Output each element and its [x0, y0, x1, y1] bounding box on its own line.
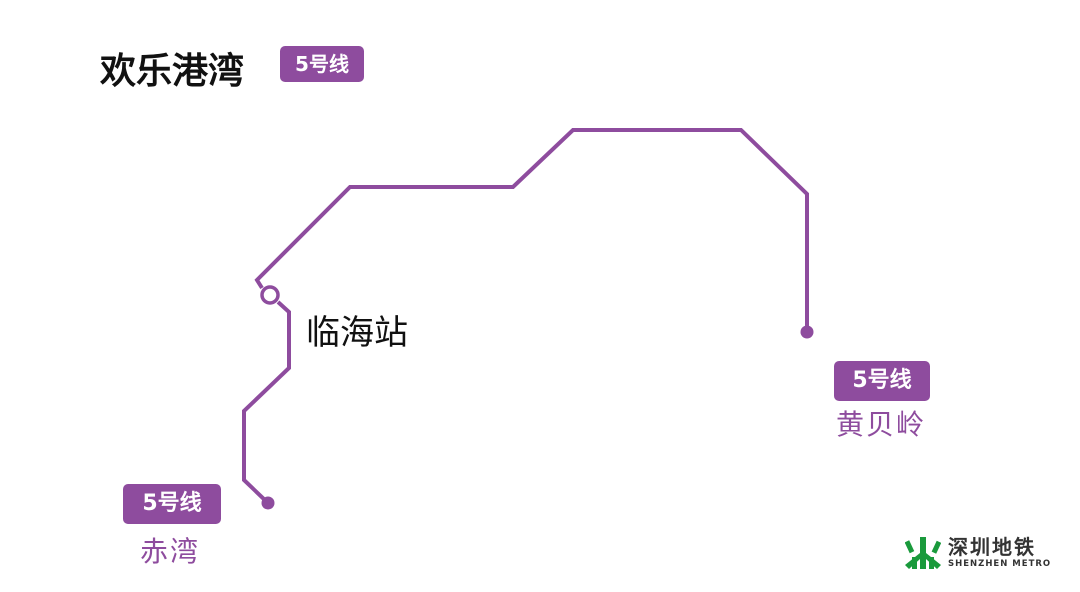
station-marker-linhai[interactable] [260, 285, 280, 305]
metro-logo-icon [905, 537, 941, 569]
page-title: 欢乐港湾 [100, 51, 245, 92]
terminal-badge-chiwan: 5号线 [123, 484, 221, 524]
line-badge: 5号线 [280, 46, 364, 82]
terminal-badge-huangbeiling: 5号线 [834, 361, 930, 401]
station-label-linhai: 临海站 [306, 313, 408, 353]
terminal-label-chiwan: 赤湾 [140, 535, 201, 568]
terminal-label-huangbeiling: 黄贝岭 [836, 408, 927, 441]
terminal-dot-huangbeiling[interactable] [800, 325, 814, 339]
logo-chinese-text: 深圳地铁 [948, 535, 1036, 559]
line-5-route-upper [254, 128, 809, 331]
shenzhen-metro-logo: 深圳地铁 SHENZHEN METRO [905, 535, 1051, 571]
terminal-dot-chiwan[interactable] [261, 496, 275, 510]
logo-english-text: SHENZHEN METRO [948, 559, 1052, 569]
line-5-route-lower [242, 300, 291, 505]
